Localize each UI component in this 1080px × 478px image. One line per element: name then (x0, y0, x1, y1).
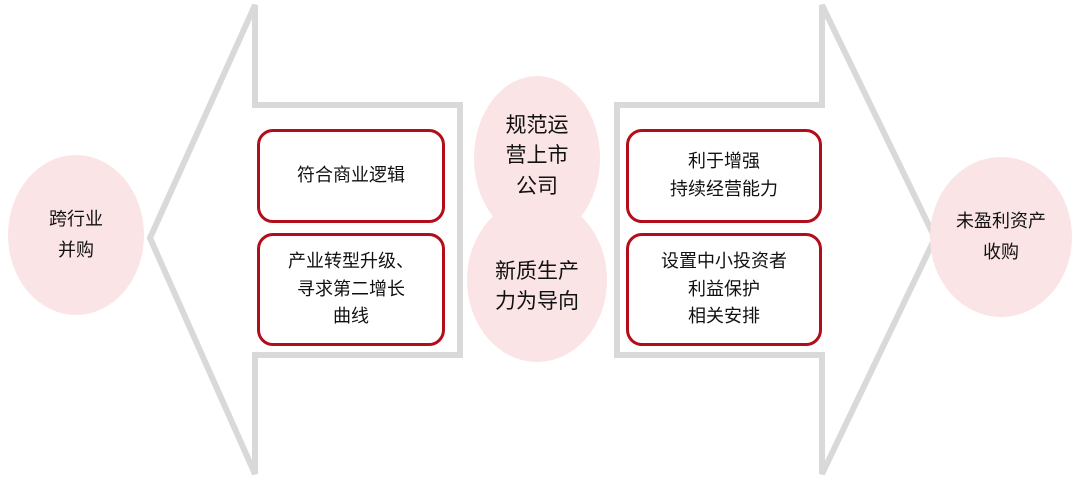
left-box-business-logic: 符合商业逻辑 (257, 129, 445, 223)
right-circle: 未盈利资产 收购 (930, 157, 1072, 317)
right-box-operating-capacity: 利于增强 持续经营能力 (626, 129, 822, 223)
left-circle: 跨行业 并购 (8, 155, 144, 315)
center-top-ellipse (474, 76, 600, 240)
left-box-business-logic-label: 符合商业逻辑 (297, 165, 405, 187)
left-box-industry-transformation: 产业转型升级、 寻求第二增长 曲线 (257, 233, 445, 346)
center-top-label: 规范运 营上市 公司 (505, 113, 569, 198)
right-box-investor-protection-label: 设置中小投资者 利益保护 相关安排 (661, 250, 787, 328)
right-box-operating-capacity-label: 利于增强 持续经营能力 (670, 151, 778, 200)
center-bottom-ellipse (467, 198, 607, 362)
left-circle-label: 跨行业 并购 (49, 208, 103, 262)
right-box-investor-protection: 设置中小投资者 利益保护 相关安排 (626, 233, 822, 346)
right-circle-label: 未盈利资产 收购 (956, 210, 1046, 264)
left-box-industry-transformation-label: 产业转型升级、 寻求第二增长 曲线 (288, 250, 414, 328)
center-bottom-label: 新质生产 力为导向 (495, 259, 579, 314)
